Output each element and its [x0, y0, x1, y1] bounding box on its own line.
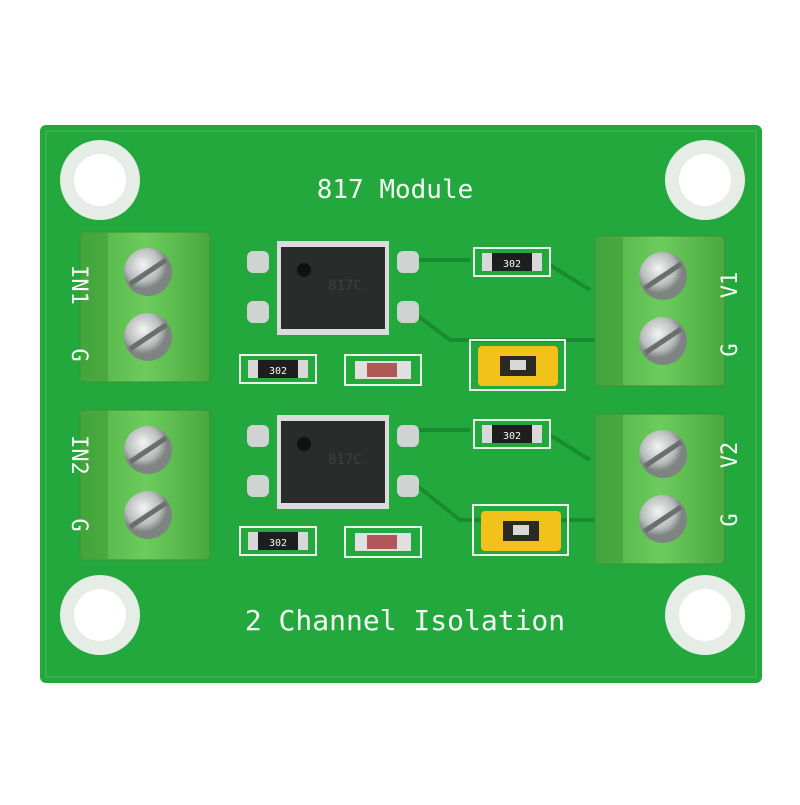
resistor: 302: [473, 419, 551, 449]
terminal-in1: [80, 232, 210, 382]
resistor: 302: [239, 354, 317, 384]
jumper-1[interactable]: [469, 339, 566, 391]
label-g2-left: G: [66, 518, 91, 531]
pcb: [40, 125, 762, 683]
label-v2: V2: [718, 442, 743, 469]
svg-text:302: 302: [269, 538, 287, 549]
label-g1-right: G: [718, 343, 743, 356]
terminal-v2: [595, 414, 725, 564]
optocoupler-1: 817C: [247, 241, 419, 335]
resistor: 302: [239, 526, 317, 556]
terminal-in2: [80, 410, 210, 560]
svg-text:302: 302: [269, 366, 287, 377]
board-title: 817 Module: [317, 175, 474, 205]
svg-text:817C: 817C: [328, 452, 362, 468]
label-in1: IN1: [66, 265, 91, 305]
label-v1: V1: [718, 272, 743, 299]
jumper-2[interactable]: [472, 504, 569, 556]
label-g2-right: G: [718, 513, 743, 526]
label-g1-left: G: [66, 348, 91, 361]
svg-text:817C: 817C: [328, 278, 362, 294]
board-subtitle: 2 Channel Isolation: [245, 604, 565, 637]
label-in2: IN2: [66, 435, 91, 475]
svg-text:302: 302: [503, 259, 521, 270]
optocoupler-2: 817C: [247, 415, 419, 509]
resistor: 302: [473, 247, 551, 277]
mounting-holes: [60, 140, 745, 655]
terminal-v1: [595, 236, 725, 386]
svg-text:302: 302: [503, 431, 521, 442]
